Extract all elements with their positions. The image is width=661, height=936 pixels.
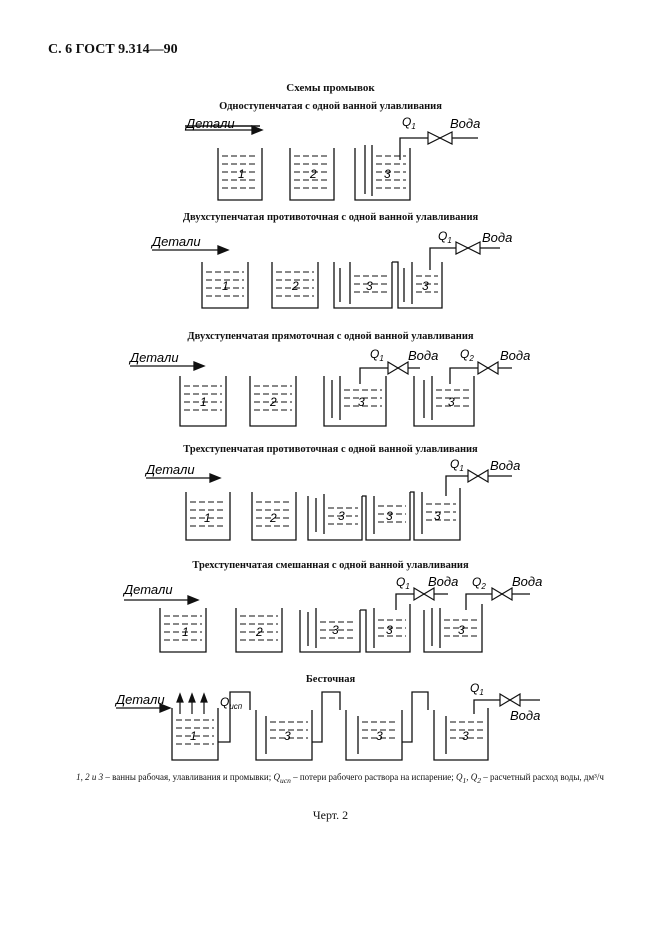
bath-2-label: 2 [291,279,299,293]
bath-3-label: 3 [458,623,465,637]
parts-arrow [130,361,206,371]
q1-label: Q1 [370,347,384,363]
valve-icon [455,241,481,255]
bath-3-label: 3 [384,167,391,181]
evaporation-arrows [176,692,208,714]
footnote-part: , [466,772,471,782]
footnote-part: исп [280,775,291,785]
section-title-4: Трехступенчатая противоточная с одной ва… [183,444,478,455]
liquid-lines [184,385,470,411]
water-label: Вода [490,458,520,473]
footnote-part: – потери рабочего раствора на испарение; [290,772,457,782]
q2-label: Q2 [472,575,486,591]
q-evap-label: Qисп [220,695,243,711]
bath-3-label: 3 [284,729,291,743]
valve-icon [427,131,453,145]
footnote-part: Q [456,772,463,782]
parts-arrow [116,703,172,713]
footnote-part: – расчетный расход воды, дм³/ч [481,772,604,782]
bath-3-label: 3 [434,509,441,523]
liquid-lines [176,719,484,745]
section-title-1: Одноступенчатая с одной ванной улавливан… [219,101,442,112]
q1-label: Q1 [470,681,484,697]
section-title-2: Двухступенчатая противоточная с одной ва… [182,212,479,223]
bath-2-label: 2 [269,395,277,409]
bath-3-label: 3 [332,623,339,637]
footnote-part: Q [470,772,478,782]
parts-label: Детали [128,350,179,365]
diagram-two-stage-direct: Детали 1 2 3 3 Q1 Вода [128,347,530,427]
q1-label: Q1 [450,457,464,473]
valve-icon [499,692,521,708]
water-label: Вода [428,574,458,589]
footnote-part: – ванны рабочая, улавливания и промывки; [103,772,274,782]
footnote-part: 1, 2 и 3 [76,772,104,782]
bath-1-label: 1 [190,729,197,743]
water-label: Вода [500,348,530,363]
liquid-lines [222,155,406,189]
q1-label: Q1 [396,575,410,591]
footnote-part: Q [273,772,281,782]
q1-label: Q1 [438,229,452,245]
bath-3-label: 3 [376,729,383,743]
parts-arrow [146,473,222,483]
diagram-three-stage-counterflow: Детали 1 2 3 3 3 Q1 Вод [144,457,520,541]
bath-3-label: 3 [366,279,373,293]
parts-label: Детали [114,692,165,707]
parts-label: Детали [122,582,173,597]
parts-label: Детали [150,234,201,249]
footnote-part: 1 [462,775,467,785]
diagram-two-stage-counterflow: Детали 1 2 3 3 Q1 Вода [150,229,512,309]
section-title-3: Двухступенчатая прямоточная с одной ванн… [187,331,474,342]
bath-3-label: 3 [386,509,393,523]
parts-label: Детали [184,116,235,131]
parts-arrow [124,595,200,605]
bath-3-label: 3 [358,395,365,409]
footnote: 1, 2 и 3 – ванны рабочая, улавливания и … [60,772,620,786]
water-label: Вода [408,348,438,363]
bath-3-label: 3 [422,279,429,293]
diagram-three-stage-mixed: Детали 1 [122,574,542,653]
valve-icon [491,586,513,602]
bath-3-label: 3 [338,509,345,523]
parts-arrow [152,245,230,255]
bath-3-label: 3 [448,395,455,409]
bath-3-label: 3 [462,729,469,743]
water-label: Вода [482,230,512,245]
parts-label: Детали [144,462,195,477]
q1-label: Q1 [402,115,416,131]
valve-icon [413,586,435,602]
bath-2-label: 2 [255,625,263,639]
bath-1-label: 1 [222,279,229,293]
q2-label: Q2 [460,347,474,363]
water-label: Вода [450,116,480,131]
bath-2-label: 2 [269,511,277,525]
figure-caption: Черт. 2 [312,808,349,822]
diagram-single-stage: Детали 1 2 3 Q1 Вода [184,115,480,201]
parts-arrow [185,125,264,135]
liquid-lines [164,615,478,641]
liquid-lines [190,501,456,527]
valve-icon [387,360,409,376]
bath-3-label: 3 [386,623,393,637]
bath-1-label: 1 [204,511,211,525]
valve-icon [467,468,489,484]
bath-2-label: 2 [309,167,317,181]
bath-1-label: 1 [238,167,245,181]
water-label: Вода [512,574,542,589]
page-header: С. 6 ГОСТ 9.314—90 [48,42,178,57]
section-title-6: Бесточная [305,674,356,685]
bath-1-label: 1 [182,625,189,639]
valve-icon [477,360,499,376]
page-title: Схемы промывок [286,82,375,94]
footnote-part: 2 [477,775,482,785]
bath-1-label: 1 [200,395,207,409]
section-title-5: Трехступенчатая смешанная с одной ванной… [192,560,469,571]
diagram-drainless: Детали 1 3 3 3 Qисп [114,681,540,761]
liquid-lines [206,271,438,297]
water-label: Вода [510,708,540,723]
